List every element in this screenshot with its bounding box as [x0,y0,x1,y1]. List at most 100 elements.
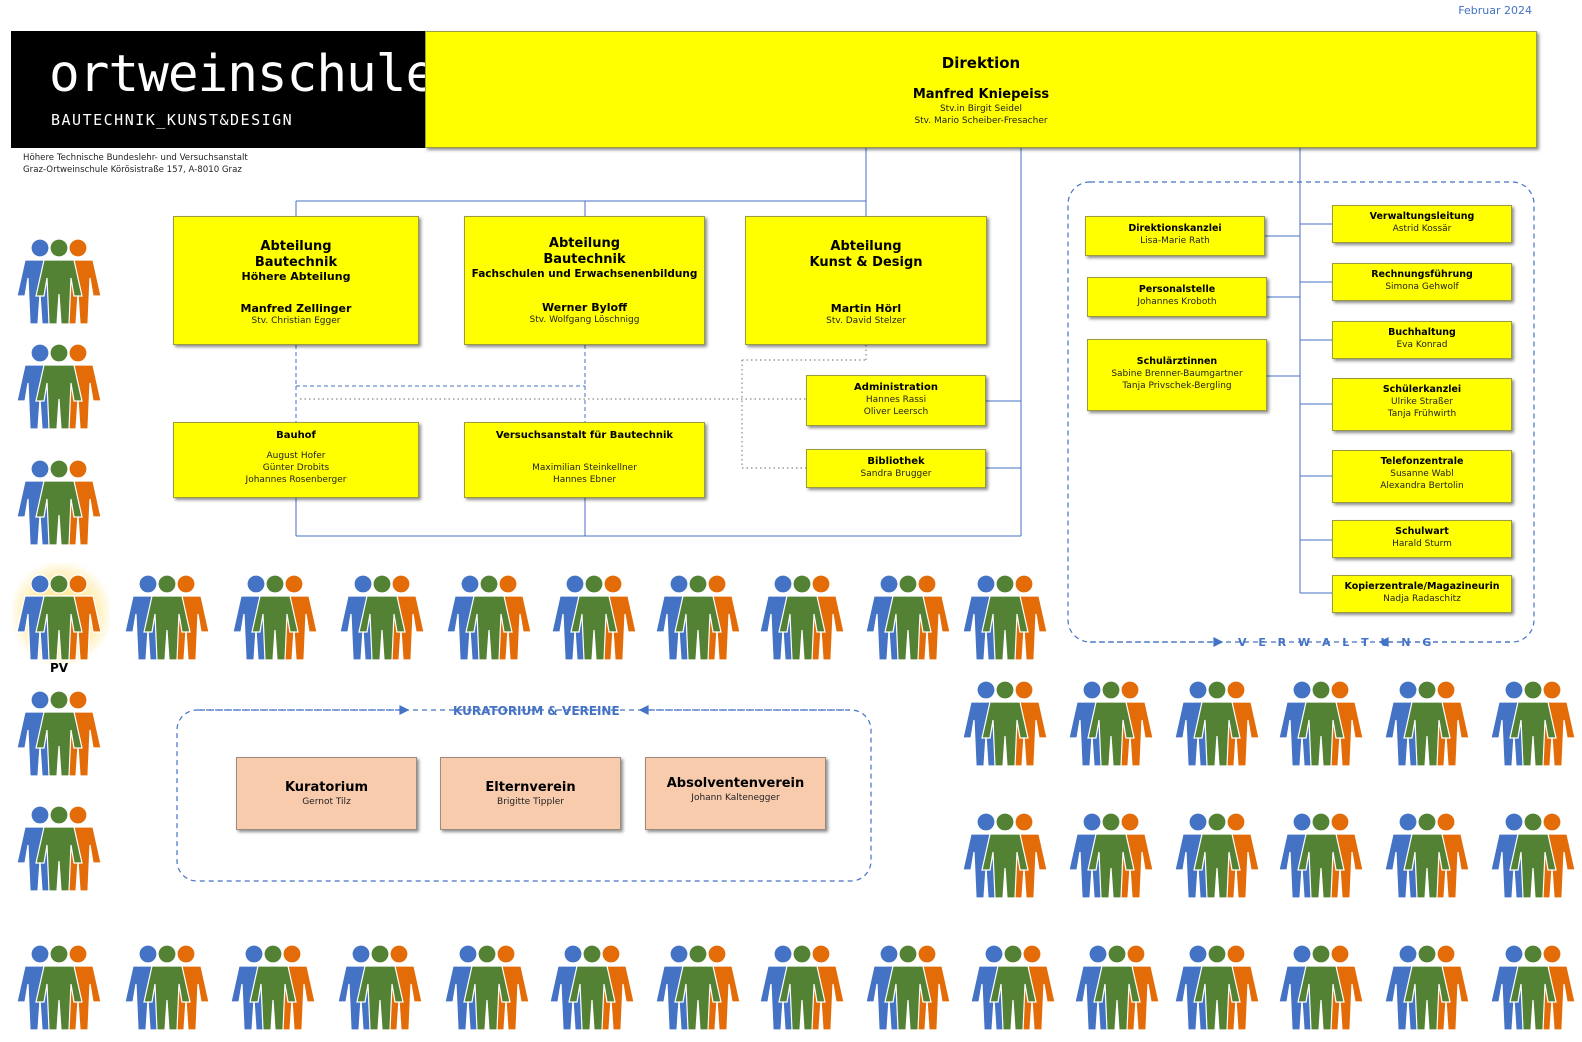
verwaltung-unit-person: Harald Sturm [1392,539,1452,549]
people-group-icon [966,942,1061,1037]
unit-person: August Hofer [266,451,326,461]
verwaltung-unit-title: Direktionskanzlei [1128,223,1222,234]
kuratorium-box-person: Gernot Tilz [302,797,351,807]
people-group-icon [12,572,107,667]
people-group-icon [12,803,107,898]
absolventenverein-box: Absolventenverein Johann Kaltenegger [645,757,826,830]
unit-person: Günter Drobits [262,463,330,473]
direktion-deputy-1: Stv.in Birgit Seidel [939,104,1023,114]
unit-person: Sandra Brugger [860,469,932,479]
people-group-icon [958,572,1053,667]
people-group-icon [547,572,642,667]
unit-title: Administration [854,382,938,393]
department-line1: Abteilung [548,236,621,251]
people-group-icon [228,572,323,667]
department-kunst-design: Abteilung Kunst & Design Martin Hörl Stv… [745,216,987,345]
address-line-1: Höhere Technische Bundeslehr- und Versuc… [23,153,248,163]
verwaltung-buchhaltung: Buchhaltung Eva Konrad [1332,321,1512,359]
unit-person: Hannes Rassi [865,395,927,405]
people-group-icon [1380,942,1475,1037]
verwaltung-unit-title: Personalstelle [1138,284,1216,295]
people-group-icon [1064,678,1159,773]
date-label: Februar 2024 [1458,4,1532,17]
department-deputy: Stv. Christian Egger [251,316,341,326]
verwaltung-unit-person: Astrid Kossär [1392,224,1452,234]
verwaltung-rechnungsfuehrung: Rechnungsführung Simona Gehwolf [1332,263,1512,301]
department-head: Manfred Zellinger [240,302,352,315]
people-group-icon [226,942,321,1037]
people-group-icon [1064,810,1159,905]
people-group-icon [12,688,107,783]
people-group-icon [1170,678,1265,773]
people-group-icon [861,572,956,667]
kuratorium-label: KURATORIUM & VEREINE [453,704,620,718]
people-group-icon [958,678,1053,773]
people-group-icon [1380,810,1475,905]
verwaltung-unit-person: Tanja Privschek-Bergling [1122,381,1232,391]
verwaltung-kopierzentrale: Kopierzentrale/Magazineurin Nadja Radasc… [1332,575,1512,613]
people-group-icon [12,457,107,552]
unit-administration: Administration Hannes Rassi Oliver Leers… [806,375,986,426]
people-group-icon [12,942,107,1037]
people-group-icon [1170,810,1265,905]
verwaltung-unit-title: Rechnungsführung [1371,269,1473,280]
people-group-icon [1170,942,1265,1037]
verwaltung-schuelerkanzlei: Schülerkanzlei Ulrike Straßer Tanja Früh… [1332,378,1512,431]
people-group-icon [651,942,746,1037]
people-group-icon [12,236,107,331]
verwaltung-unit-person: Nadja Radaschitz [1383,594,1461,604]
people-group-icon [120,572,215,667]
people-group-icon [335,572,430,667]
people-group-icon [1380,678,1475,773]
verwaltung-verwaltungsleitung: Verwaltungsleitung Astrid Kossär [1332,205,1512,243]
elternverein-box: Elternverein Brigitte Tippler [440,757,621,830]
direktion-deputy-2: Stv. Mario Scheiber-Fresacher [914,116,1048,126]
people-group-icon [958,810,1053,905]
department-deputy: Stv. David Stelzer [826,316,906,326]
people-group-icon [1486,942,1581,1037]
department-line3: Fachschulen und Erwachsenenbildung [471,268,698,280]
department-line1: Abteilung [260,239,332,254]
direktion-head: Manfred Kniepeiss [912,87,1050,102]
school-address: Höhere Technische Bundeslehr- und Versuc… [23,152,248,176]
department-head: Werner Byloff [542,301,627,314]
address-line-2: Graz-Ortweinschule Körösistraße 157, A-8… [23,165,242,175]
kuratorium-box: Kuratorium Gernot Tilz [236,757,417,830]
unit-person: Hannes Ebner [552,475,617,485]
kuratorium-box-person: Johann Kaltenegger [691,793,780,803]
verwaltung-label: V E R W A L T U N G [1238,636,1436,649]
unit-bibliothek: Bibliothek Sandra Brugger [806,449,986,488]
verwaltung-unit-person: Lisa-Marie Rath [1140,236,1210,246]
people-group-icon [12,341,107,436]
verwaltung-personalstelle: Personalstelle Johannes Kroboth [1087,277,1267,317]
verwaltung-direktionskanzlei: Direktionskanzlei Lisa-Marie Rath [1085,216,1265,256]
people-group-icon [861,942,956,1037]
department-line1: Abteilung [830,239,902,254]
people-group-icon [755,572,850,667]
kuratorium-box-title: Absolventenverein [666,776,805,791]
people-group-icon [120,942,215,1037]
kuratorium-box-person: Brigitte Tippler [497,797,564,807]
department-line2: Bautechnik [543,252,626,267]
direktion-box: Direktion Manfred Kniepeiss Stv.in Birgi… [425,31,1537,148]
verwaltung-unit-title: Verwaltungsleitung [1369,211,1475,222]
verwaltung-unit-person: Susanne Wabl [1390,469,1454,479]
people-group-icon [651,572,746,667]
logo-subtitle: BAUTECHNIK_KUNST&DESIGN [51,111,294,129]
direktion-title: Direktion [941,54,1021,72]
unit-bauhof: Bauhof August Hofer Günter Drobits Johan… [173,422,419,498]
unit-versuchsanstalt: Versuchsanstalt für Bautechnik Maximilia… [464,422,705,498]
kuratorium-box-title: Kuratorium [284,780,369,795]
verwaltung-unit-person: Simona Gehwolf [1385,282,1459,292]
unit-title: Bibliothek [867,456,925,467]
people-group-icon [1274,942,1369,1037]
verwaltung-unit-person: Alexandra Bertolin [1380,481,1464,491]
verwaltung-unit-person: Sabine Brenner-Baumgartner [1111,369,1243,379]
unit-person: Oliver Leersch [863,407,929,417]
department-line2: Bautechnik [254,255,338,270]
unit-title: Bauhof [276,430,316,441]
verwaltung-unit-title: Buchhaltung [1388,327,1456,338]
people-group-icon [1486,678,1581,773]
verwaltung-unit-person: Johannes Kroboth [1137,297,1217,307]
